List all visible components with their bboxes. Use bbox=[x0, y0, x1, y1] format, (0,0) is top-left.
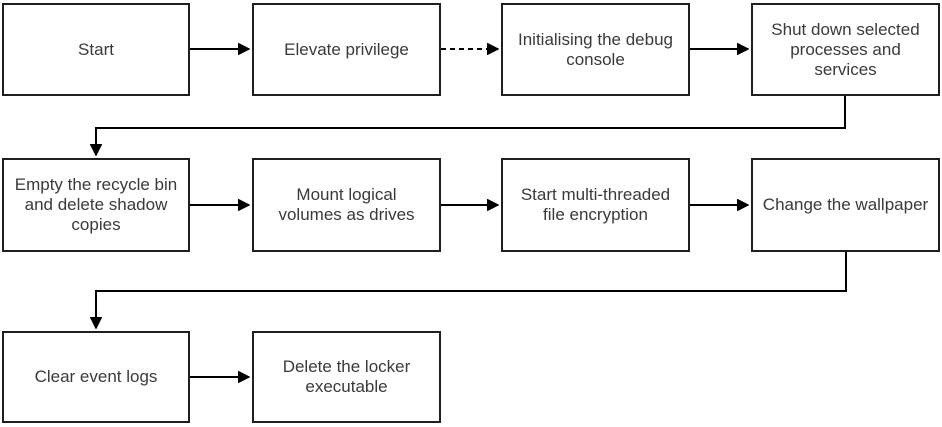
flow-node-delete-locker-executable: Delete the locker executable bbox=[252, 331, 441, 423]
flow-node-start-file-encryption: Start multi-threaded file encryption bbox=[501, 158, 690, 252]
flow-node-mount-logical-volumes: Mount logical volumes as drives bbox=[252, 158, 441, 252]
flow-node-change-wallpaper: Change the wallpaper bbox=[751, 158, 940, 252]
flow-node-elevate-privilege: Elevate privilege bbox=[252, 3, 441, 96]
edge-shut-down-processes-to-empty-recycle-bin bbox=[96, 96, 846, 155]
flow-node-delete-locker-executable-label: Delete the locker executable bbox=[282, 357, 411, 396]
flow-node-elevate-privilege-label: Elevate privilege bbox=[284, 39, 409, 59]
flow-node-start-label: Start bbox=[78, 39, 114, 59]
flow-node-initialise-debug-console: Initialising the debug console bbox=[501, 3, 690, 96]
flow-node-start: Start bbox=[2, 3, 190, 96]
edge-change-wallpaper-to-clear-event-logs bbox=[96, 252, 847, 328]
flow-node-shut-down-processes-label: Shut down selected processes and service… bbox=[771, 19, 920, 79]
flow-node-empty-recycle-bin-label: Empty the recycle bin and delete shadow … bbox=[14, 175, 178, 234]
flow-node-empty-recycle-bin: Empty the recycle bin and delete shadow … bbox=[2, 158, 190, 252]
flow-node-shut-down-processes: Shut down selected processes and service… bbox=[751, 3, 940, 96]
flow-node-mount-logical-volumes-label: Mount logical volumes as drives bbox=[278, 185, 415, 224]
flow-node-change-wallpaper-label: Change the wallpaper bbox=[762, 195, 929, 214]
flow-node-start-file-encryption-label: Start multi-threaded file encryption bbox=[520, 185, 671, 224]
flow-node-clear-event-logs-label: Clear event logs bbox=[34, 367, 158, 386]
flow-node-clear-event-logs: Clear event logs bbox=[2, 331, 190, 423]
flow-node-initialise-debug-console-label: Initialising the debug console bbox=[517, 29, 673, 69]
